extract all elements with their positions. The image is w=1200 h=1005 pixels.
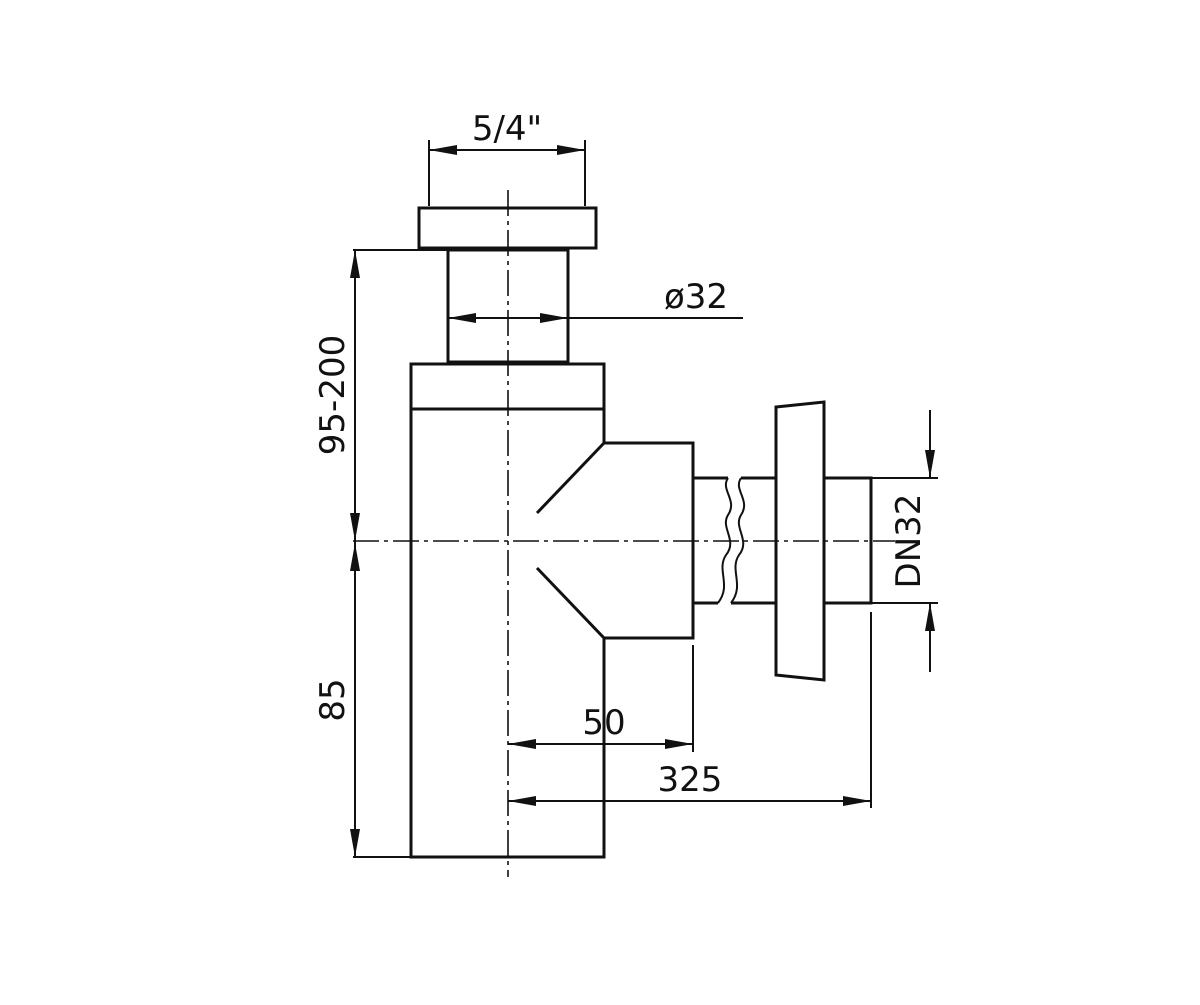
dimension-height-lower: 85: [313, 541, 411, 858]
arrow-head: [429, 145, 457, 155]
wall-rosette: [774, 400, 826, 682]
branch-inner-upper: [535, 441, 606, 515]
main-body: [409, 409, 695, 859]
arrow-head: [448, 313, 476, 323]
inlet-thread-label: 5/4": [472, 109, 542, 149]
break-line-left: [717, 477, 733, 604]
break-line-right: [730, 477, 746, 604]
dimension-inlet-thread: 5/4": [428, 109, 586, 206]
arrow-head: [557, 145, 585, 155]
arrow-head: [843, 796, 871, 806]
outlet-pipe: [693, 400, 873, 682]
dimension-height-adjustable: 95-200: [313, 249, 448, 541]
arrow-head: [925, 603, 935, 631]
outlet-offset-label: 50: [582, 703, 625, 743]
height-adjustable-label: 95-200: [313, 335, 353, 455]
outlet-nominal-label: DN32: [889, 494, 929, 589]
arrow-head: [508, 796, 536, 806]
arrow-head: [508, 739, 536, 749]
dimension-outlet-offset: 50: [508, 645, 694, 752]
outlet-end: [824, 476, 873, 605]
height-lower-label: 85: [313, 678, 353, 721]
arrow-head: [665, 739, 693, 749]
dimension-outlet-length: 325: [508, 612, 872, 808]
branch-inner-lower: [535, 566, 606, 640]
arrow-head: [350, 250, 360, 278]
trap-body: [409, 206, 695, 859]
outlet-length-label: 325: [658, 760, 723, 800]
upper-pipe: [446, 248, 570, 364]
pipe-diameter-label: ø32: [664, 277, 728, 317]
dimension-pipe-diameter: ø32: [448, 277, 743, 323]
arrow-head: [350, 543, 360, 571]
arrow-head: [350, 513, 360, 541]
dimension-outlet-nominal: DN32: [871, 410, 938, 672]
arrow-head: [350, 829, 360, 857]
arrow-head: [540, 313, 568, 323]
arrow-head: [925, 450, 935, 478]
